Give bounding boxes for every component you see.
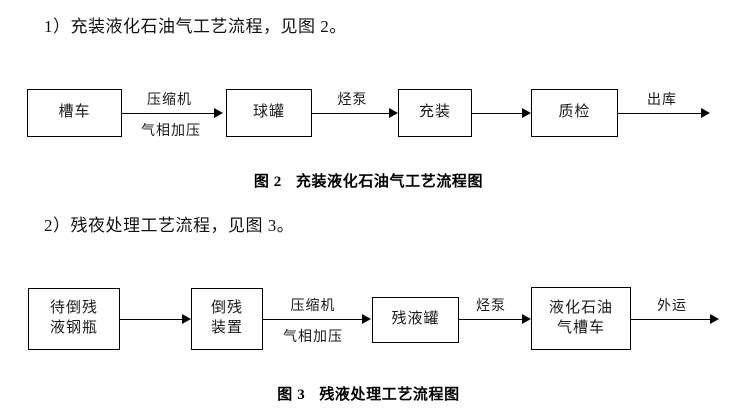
flow-node-caoche: 槽车 — [27, 89, 122, 137]
flowchart-figure-3: 待倒残 液钢瓶 倒残 装置 压缩机 气相加压 残液罐 烃泵 液化石油 气槽车 — [0, 280, 737, 360]
flow-node-daidaocan-yegangping: 待倒残 液钢瓶 — [28, 288, 120, 350]
flow-connector-6 — [263, 319, 362, 320]
flowchart-figure-2: 槽车 压缩机 气相加压 球罐 烃泵 充装 质检 出库 — [0, 80, 737, 150]
paragraph-2: 2）残夜处理工艺流程，见图 3。 — [44, 216, 295, 235]
flow-node-qiuguan: 球罐 — [226, 89, 312, 137]
figure-2-title: 充装液化石油气工艺流程图 — [295, 174, 484, 190]
flow-arrowhead-5 — [182, 314, 191, 324]
flow-node-label: 残液罐 — [391, 311, 440, 328]
flow-edge-label-outward: 外运 — [657, 299, 687, 314]
figure-2-caption: 图 2 充装液化石油气工艺流程图 — [0, 170, 737, 191]
flow-arrowhead-3 — [522, 108, 531, 118]
flow-node-label-line-1: 液化石油 — [548, 299, 613, 316]
flow-node-canyeguan: 残液罐 — [372, 297, 459, 343]
flow-node-label-line-2: 气槽车 — [556, 319, 605, 336]
flow-edge-label-pump-2: 烃泵 — [476, 299, 506, 314]
flow-node-label: 槽车 — [58, 104, 91, 121]
figure-3-caption: 图 3 残液处理工艺流程图 — [0, 383, 737, 404]
flow-connector-4 — [618, 113, 701, 114]
flow-arrowhead-4 — [701, 108, 710, 118]
flow-edge-label-outbound: 出库 — [647, 93, 677, 108]
flow-node-label-line-2: 装置 — [210, 320, 243, 336]
flow-node-label-line-1: 待倒残 — [49, 300, 98, 317]
flow-arrowhead-7 — [522, 314, 531, 324]
flow-node-label-line-1: 倒残 — [210, 300, 243, 317]
flow-node-label: 充装 — [418, 104, 451, 121]
flow-node-yehuashiyou-qicaoche: 液化石油 气槽车 — [531, 287, 631, 350]
flow-edge-label-gasphase-2: 气相加压 — [283, 330, 343, 345]
flow-node-zhijian: 质检 — [531, 89, 618, 137]
flow-connector-2 — [312, 113, 389, 114]
flow-arrowhead-1 — [214, 108, 223, 118]
flow-connector-5 — [120, 319, 182, 320]
flow-arrowhead-2 — [389, 108, 398, 118]
flow-node-daocan-zhuangzhi: 倒残 装置 — [191, 288, 263, 350]
flow-edge-label-gasphase-1: 气相加压 — [141, 124, 201, 139]
figure-3-title: 残液处理工艺流程图 — [319, 387, 460, 403]
flow-connector-7 — [459, 319, 522, 320]
flow-connector-8 — [631, 319, 710, 320]
paragraph-1: 1）充装液化石油气工艺流程，见图 2。 — [44, 17, 347, 36]
figure-3-number: 图 3 — [277, 387, 306, 403]
flow-node-label: 质检 — [558, 104, 591, 121]
flow-connector-3 — [472, 113, 522, 114]
flow-node-label-line-2: 液钢瓶 — [49, 320, 98, 336]
flow-arrowhead-6 — [362, 314, 371, 324]
flow-edge-label-compressor-2: 压缩机 — [290, 299, 336, 314]
flow-edge-label-pump-1: 烃泵 — [337, 93, 368, 108]
figure-2-number: 图 2 — [253, 174, 282, 190]
flow-edge-label-compressor-1: 压缩机 — [147, 93, 192, 108]
flow-node-chongzhuang: 充装 — [398, 89, 472, 137]
flow-arrowhead-8 — [710, 314, 719, 324]
flow-connector-1 — [122, 113, 214, 114]
flow-node-label: 球罐 — [252, 104, 285, 121]
